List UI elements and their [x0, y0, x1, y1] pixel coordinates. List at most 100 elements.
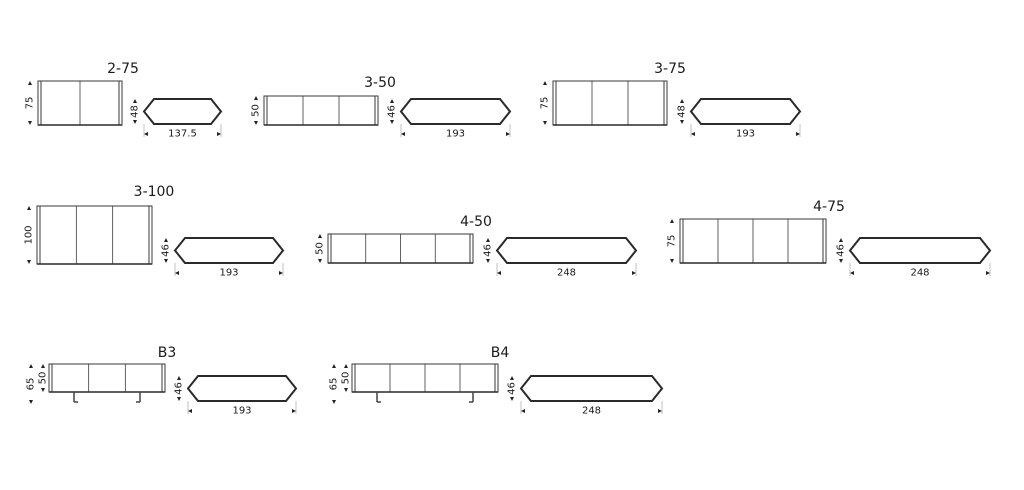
depth-dimension-label: 48: [677, 105, 688, 118]
width-dimension-label: 248: [557, 268, 576, 279]
inner-height-dimension-arrow-top: [344, 364, 348, 368]
top-outline: [519, 375, 664, 402]
height-dimension-arrow-bottom: [670, 259, 674, 263]
depth-dimension-arrow-bottom: [839, 259, 843, 263]
inner-height-dimension-arrow-top: [41, 364, 45, 368]
width-arrow-right: [292, 409, 296, 413]
depth-dimension-arrow-bottom: [133, 120, 137, 124]
top-outline: [689, 98, 802, 125]
inner-height-dimension-arrow-bottom: [41, 388, 45, 392]
cabinet-body: [555, 80, 665, 126]
depth-dimension-arrow-top: [680, 99, 684, 103]
depth-dimension-label: 46: [174, 382, 185, 395]
top-view: 46 193: [387, 98, 512, 140]
model-title: 2-75: [107, 61, 139, 77]
width-dimension-label: 193: [446, 129, 465, 140]
top-view: 46 248: [483, 237, 638, 279]
cabinet-side-right: [161, 363, 166, 393]
cabinet-side-left: [263, 95, 268, 126]
width-dimension-label: 248: [910, 268, 929, 279]
top-view: 48 137.5: [130, 98, 223, 140]
cabinet-side-left: [37, 80, 42, 126]
depth-dimension-arrow-top: [510, 376, 514, 380]
cabinet-side-left: [351, 363, 356, 393]
model-title: 3-50: [364, 75, 396, 91]
width-dimension-label: 193: [736, 129, 755, 140]
depth-dimension-arrow-top: [390, 99, 394, 103]
depth-dimension-arrow-top: [164, 238, 168, 242]
cabinet-side-left: [327, 233, 332, 264]
depth-dimension-arrow-bottom: [390, 120, 394, 124]
top-outline: [173, 237, 285, 264]
width-arrow-right: [658, 409, 662, 413]
front-elevation: 50: [251, 95, 379, 126]
height-dimension-arrow-top: [318, 234, 322, 238]
model-title: 3-100: [134, 184, 175, 200]
cabinet-side-right: [148, 205, 153, 265]
height-dimension-arrow-bottom: [332, 400, 336, 404]
top-view: 46 193: [174, 375, 298, 417]
model-title: 4-75: [813, 199, 845, 215]
height-dimension-label: 50: [315, 242, 326, 255]
inner-height-dimension-arrow-bottom: [344, 388, 348, 392]
model-3-75: 3-75 75 48 193: [540, 61, 802, 140]
depth-dimension-label: 46: [836, 244, 847, 257]
depth-dimension-arrow-bottom: [177, 397, 181, 401]
inner-height-dimension-label: 50: [38, 372, 49, 385]
depth-dimension-arrow-top: [133, 99, 137, 103]
depth-dimension-arrow-bottom: [510, 397, 514, 401]
model-3-50: 3-50 50 46 193: [251, 75, 512, 140]
model-title: B3: [158, 345, 177, 361]
cabinet-side-right: [118, 80, 123, 126]
depth-dimension-label: 46: [161, 244, 172, 257]
width-dimension-label: 193: [232, 406, 251, 417]
model-title: 4-50: [460, 214, 492, 230]
cabinet-side-right: [469, 233, 474, 264]
leg-right: [469, 392, 474, 403]
width-arrow-left: [144, 132, 148, 136]
cabinet-body: [39, 205, 150, 265]
depth-dimension-label: 46: [483, 244, 494, 257]
top-outline: [399, 98, 512, 125]
front-elevation: 75: [25, 80, 123, 126]
height-dimension-arrow-bottom: [27, 260, 31, 264]
front-elevation: 100: [24, 205, 153, 265]
depth-dimension-label: 46: [387, 105, 398, 118]
top-view: 48 193: [677, 98, 802, 140]
model-title: 3-75: [654, 61, 686, 77]
front-elevation: 75: [540, 80, 668, 126]
cabinet-side-right: [663, 80, 668, 126]
height-dimension-arrow-top: [28, 81, 32, 85]
cabinet-side-right: [494, 363, 499, 393]
leg-left: [73, 392, 78, 403]
width-dimension-label: 137.5: [168, 129, 197, 140]
height-dimension-arrow-bottom: [543, 121, 547, 125]
cabinet-side-left: [552, 80, 557, 126]
cabinet-side-left: [36, 205, 41, 265]
height-dimension-label: 75: [540, 97, 551, 110]
depth-dimension-label: 48: [130, 105, 141, 118]
width-arrow-left: [691, 132, 695, 136]
cabinet-side-left: [48, 363, 53, 393]
model-2-75: 2-75 75 48 137.5: [25, 61, 223, 140]
leg-left: [376, 392, 381, 403]
model-4-50: 4-50 50 46 248: [315, 214, 638, 279]
height-dimension-label: 65: [329, 378, 340, 391]
depth-dimension-arrow-top: [177, 376, 181, 380]
cabinet-side-right: [822, 218, 827, 264]
model-4-75: 4-75 75 46 248: [667, 199, 992, 279]
height-dimension-label: 75: [25, 97, 36, 110]
depth-dimension-arrow-bottom: [486, 259, 490, 263]
front-elevation: 75: [667, 218, 827, 264]
width-arrow-left: [175, 271, 179, 275]
depth-dimension-arrow-top: [486, 238, 490, 242]
height-dimension-arrow-bottom: [254, 121, 258, 125]
leg-right: [136, 392, 141, 403]
width-arrow-left: [401, 132, 405, 136]
height-dimension-arrow-top: [332, 364, 336, 368]
inner-height-dimension-label: 50: [341, 372, 352, 385]
